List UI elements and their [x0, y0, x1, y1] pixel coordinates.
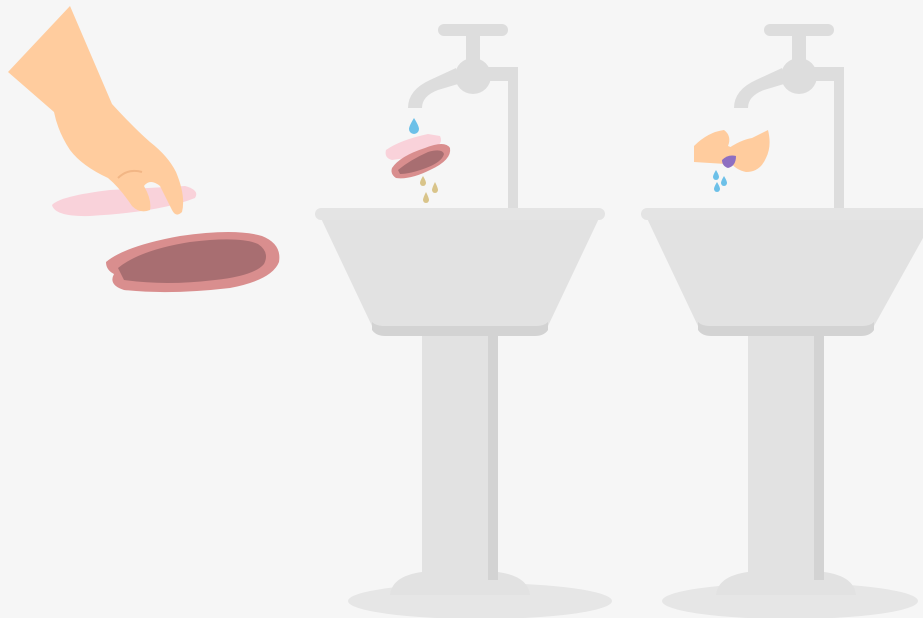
water-drop-icon: [713, 170, 727, 192]
sink-icon: [315, 208, 605, 336]
hand-icon: [8, 6, 183, 215]
bedpan-icon: [106, 232, 279, 292]
sink-pedestal: [716, 332, 856, 595]
sink-pedestal: [390, 332, 530, 595]
urine-drops-icon: [420, 176, 438, 203]
step-3-wash-hands: [641, 24, 923, 618]
faucet-icon: [408, 24, 518, 215]
step-2-rinse-bedpan: [315, 24, 612, 618]
sink-icon: [641, 208, 923, 336]
faucet-icon: [734, 24, 844, 215]
water-drop-icon: [409, 118, 419, 134]
washing-hands-icon: [694, 130, 770, 172]
step-1-remove-lid: [8, 6, 279, 292]
bedpan-rinsing-icon: [386, 134, 451, 178]
